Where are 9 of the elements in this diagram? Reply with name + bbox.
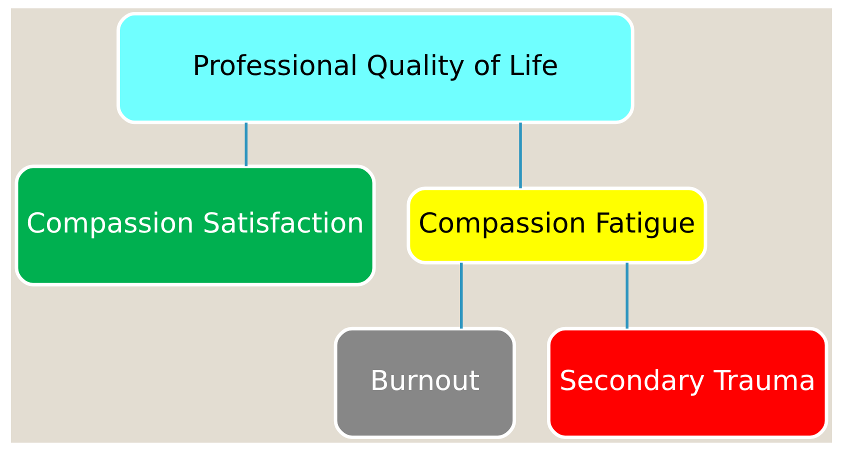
connector [626,262,628,329]
connector [519,122,522,188]
connector [460,262,463,329]
node-box: Burnout [334,326,516,439]
connector [244,122,248,166]
node-box: Professional Quality of Life [116,12,634,124]
node-box: Compassion Satisfaction [14,164,376,286]
node-box: Secondary Trauma [546,326,828,439]
node-box: Compassion Fatigue [406,186,708,264]
